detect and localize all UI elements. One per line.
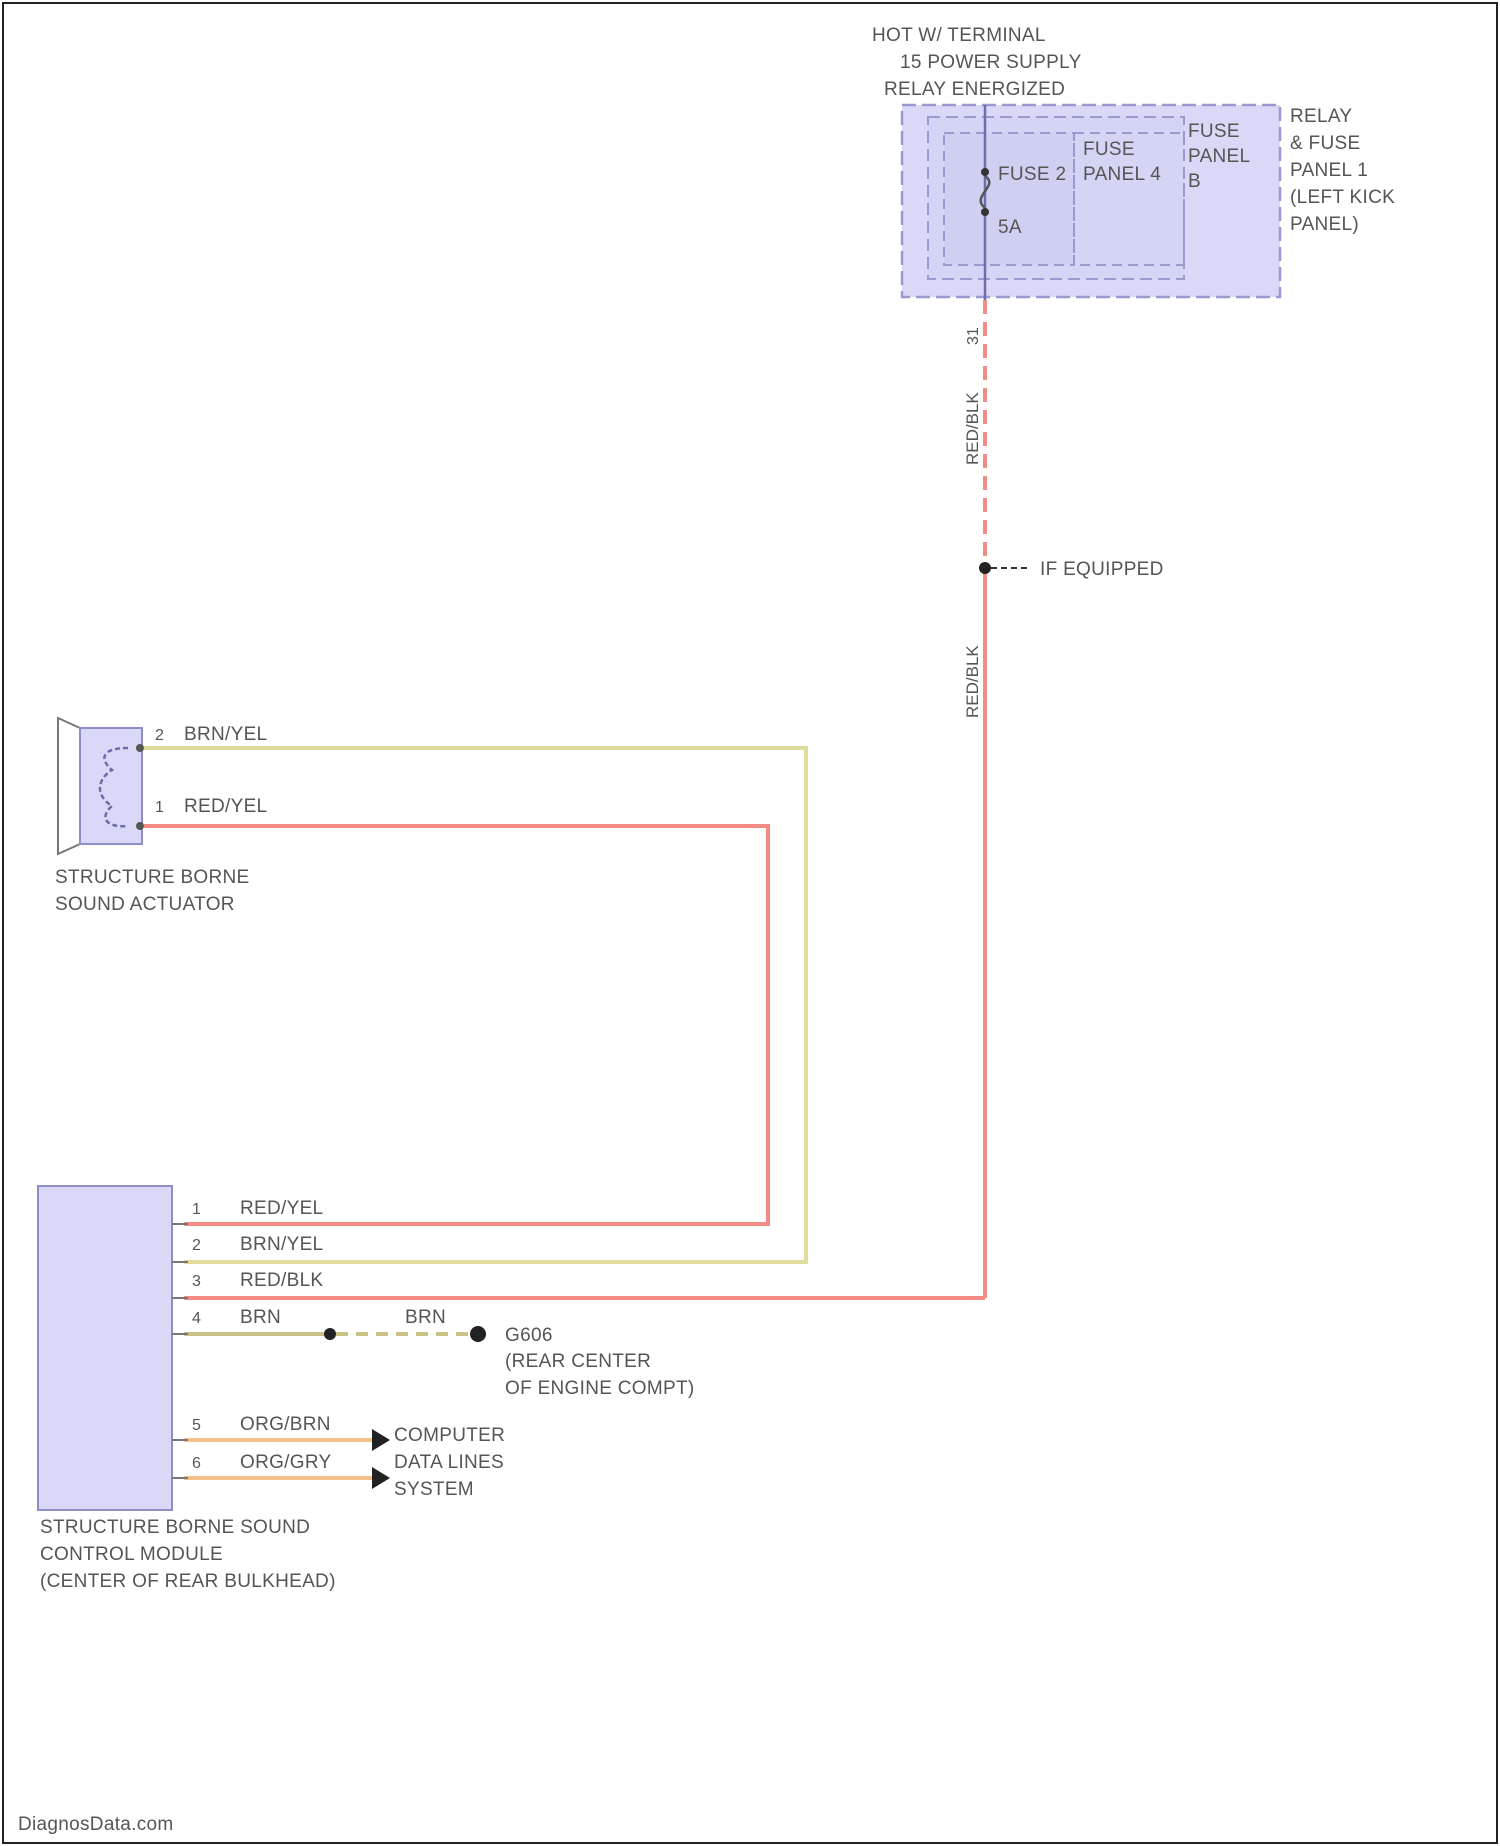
ground-id: G606 <box>505 1325 553 1346</box>
ground-icon <box>470 1326 486 1342</box>
data-line-arrow-2 <box>372 1467 390 1489</box>
actuator-housing <box>58 718 80 854</box>
module-pin-5-color: ORG/BRN <box>240 1414 331 1435</box>
module-name-line3: (CENTER OF REAR BULKHEAD) <box>40 1571 336 1592</box>
actuator-pin-1-color: RED/YEL <box>184 796 267 817</box>
outer-panel-line3: PANEL 1 <box>1290 160 1368 181</box>
ground-wire-color: BRN <box>405 1307 446 1328</box>
module-pin-5-num: 5 <box>192 1417 201 1434</box>
fuse-rating: 5A <box>998 217 1022 238</box>
outer-panel-line2: & FUSE <box>1290 133 1360 154</box>
ground-location-line2: OF ENGINE COMPT) <box>505 1378 695 1399</box>
outer-panel-line5: PANEL) <box>1290 214 1359 235</box>
feed-wire-upper-color: RED/BLK <box>963 392 982 465</box>
module-name-line2: CONTROL MODULE <box>40 1544 223 1565</box>
module-pin-1-num: 1 <box>192 1201 201 1218</box>
watermark: DiagnosData.com <box>18 1814 174 1835</box>
actuator-body <box>80 728 142 844</box>
power-heading-line3: RELAY ENERGIZED <box>884 79 1065 100</box>
actuator-pin-2-num: 2 <box>155 727 164 744</box>
actuator-pin-1-num: 1 <box>155 799 164 816</box>
module-pin-4-color: BRN <box>240 1307 281 1328</box>
ground-group: BRN G606 (REAR CENTER OF ENGINE COMPT) <box>405 1307 695 1399</box>
actuator-pin-2-color: BRN/YEL <box>184 724 267 745</box>
actuator-name-line1: STRUCTURE BORNE <box>55 867 250 888</box>
actuator-pin-2-terminal <box>136 744 144 752</box>
module-pin-3-num: 3 <box>192 1273 201 1290</box>
outer-panel-line4: (LEFT KICK <box>1290 187 1395 208</box>
inner-panel-line1: FUSE <box>1083 139 1135 160</box>
module-pin-6-num: 6 <box>192 1455 201 1472</box>
module-name-line1: STRUCTURE BORNE SOUND <box>40 1517 310 1538</box>
module-pin-2-color: BRN/YEL <box>240 1234 323 1255</box>
panel-b-line1: FUSE <box>1188 121 1240 142</box>
inner-panel-line2: PANEL 4 <box>1083 164 1161 185</box>
splice-dot <box>979 562 991 574</box>
module-pin-6-color: ORG/GRY <box>240 1452 332 1473</box>
module-pin-4-num: 4 <box>192 1310 201 1327</box>
feed-wire-lower-color: RED/BLK <box>963 645 982 718</box>
power-heading-line1: HOT W/ TERMINAL <box>872 25 1046 46</box>
fuse-panel-group: HOT W/ TERMINAL 15 POWER SUPPLY RELAY EN… <box>872 25 1395 345</box>
fuse-terminal-top <box>981 168 989 176</box>
fuse-terminal-bottom <box>981 208 989 216</box>
splice-note: IF EQUIPPED <box>1040 559 1164 580</box>
module-pin-3-color: RED/BLK <box>240 1270 323 1291</box>
module-pin-2-num: 2 <box>192 1237 201 1254</box>
data-line-arrow-1 <box>372 1429 390 1451</box>
control-module-group: 1 RED/YEL 2 BRN/YEL 3 RED/BLK 4 BRN 5 OR… <box>38 1186 336 1592</box>
panel-b-line2: PANEL <box>1188 146 1250 167</box>
feed-wire-group: RED/BLK RED/BLK IF EQUIPPED <box>963 300 1164 1298</box>
panel-b-line3: B <box>1188 171 1201 192</box>
power-heading-line2: 15 POWER SUPPLY <box>900 52 1082 73</box>
data-lines-line2: DATA LINES <box>394 1452 504 1473</box>
data-lines-line1: COMPUTER <box>394 1425 505 1446</box>
control-module-body <box>38 1186 172 1510</box>
actuator-name-line2: SOUND ACTUATOR <box>55 894 235 915</box>
connector-pin-31: 31 <box>965 327 982 345</box>
data-lines-line3: SYSTEM <box>394 1479 474 1500</box>
module-pin-1-color: RED/YEL <box>240 1198 323 1219</box>
fuse-panel-4 <box>944 133 1074 265</box>
ground-location-line1: (REAR CENTER <box>505 1351 651 1372</box>
fuse-label: FUSE 2 <box>998 164 1066 185</box>
outer-panel-line1: RELAY <box>1290 106 1352 127</box>
actuator-pin-1-terminal <box>136 822 144 830</box>
data-lines-group: COMPUTER DATA LINES SYSTEM <box>394 1425 505 1500</box>
ground-splice-dot <box>324 1328 336 1340</box>
